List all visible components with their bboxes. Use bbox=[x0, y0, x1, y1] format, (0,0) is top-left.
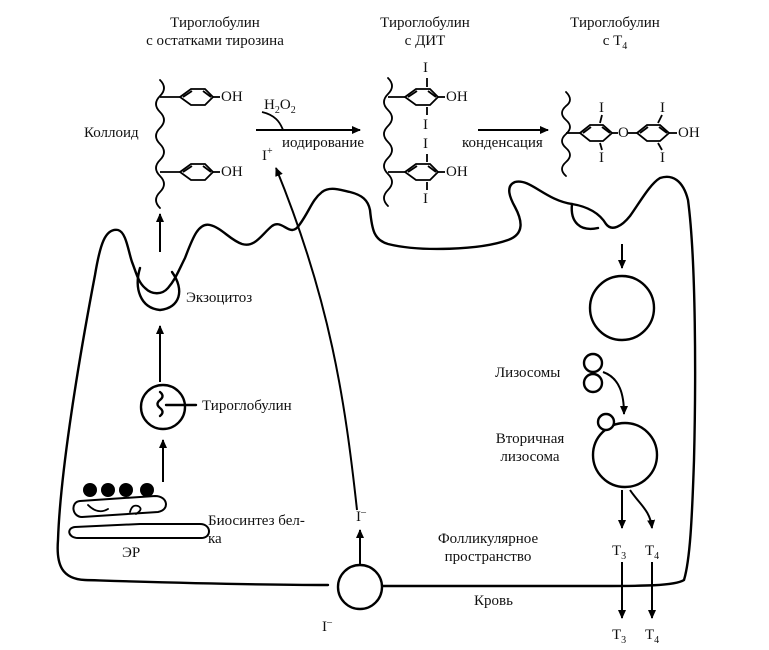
ether-oxygen-label: O bbox=[618, 125, 629, 141]
secondary-lysosome-label: Вторичная лизосома bbox=[495, 431, 565, 465]
iodine-atom-label: I bbox=[599, 100, 604, 116]
follicular-space-label: Фолликулярное пространство bbox=[437, 531, 539, 565]
iodine-atom-label: I bbox=[599, 150, 604, 166]
er-membrane bbox=[72, 495, 167, 518]
iodide-blood-label: I– bbox=[322, 617, 332, 635]
t3-blood-label: T3 bbox=[612, 627, 627, 646]
lysosome-fusion-arrow bbox=[602, 371, 628, 415]
t4-release-arrow bbox=[629, 489, 656, 529]
iodine-atom-label: I bbox=[660, 150, 665, 166]
stage-title-t4: Тироглобулин с Т4 bbox=[570, 15, 660, 52]
secondary-lysosome bbox=[591, 421, 659, 489]
iodine-atom-label: I bbox=[423, 117, 428, 133]
biosynthesis-label: Биосинтез бел- ка bbox=[208, 513, 305, 547]
t4-ring-2 bbox=[635, 124, 671, 142]
condensation-label: конденсация bbox=[462, 135, 543, 151]
cell-membrane bbox=[56, 175, 697, 588]
ribosomes bbox=[83, 483, 154, 497]
exocytosis-vesicle bbox=[136, 266, 181, 312]
er-label: ЭР bbox=[122, 545, 141, 561]
t4-ring-1 bbox=[578, 124, 614, 142]
oh-group-label: OH bbox=[221, 164, 243, 180]
stage-title-dit: Тироглобулин с ДИТ bbox=[380, 15, 470, 49]
stage-title-tyrosine: Тироглобулин с остатками тирозина bbox=[146, 15, 284, 49]
iodine-cation-label: I+ bbox=[262, 146, 273, 164]
iodine-atom-label: I bbox=[660, 100, 665, 116]
h2o2-label: H2O2 bbox=[264, 97, 296, 116]
thyroglobulin-label: Тироглобулин bbox=[202, 398, 292, 414]
t4-backbone bbox=[561, 91, 571, 177]
tyrosine-ring-1 bbox=[178, 88, 215, 106]
dit-ring-2 bbox=[403, 163, 440, 181]
iodination-label: иодирование bbox=[282, 135, 365, 151]
iodine-atom-label: I bbox=[423, 191, 428, 207]
oh-group-label: OH bbox=[678, 125, 700, 141]
exocytosis-label: Экзоцитоз bbox=[186, 290, 253, 306]
dit-ring-1 bbox=[403, 88, 440, 106]
oh-group-label: OH bbox=[446, 89, 468, 105]
tyrosine-ring-2 bbox=[178, 163, 215, 181]
iodide-transporter bbox=[336, 563, 384, 611]
lysosome-1 bbox=[582, 352, 604, 374]
h2o2-hook bbox=[261, 111, 284, 131]
iodine-atom-label: I bbox=[423, 136, 428, 152]
endosome-vesicle bbox=[588, 274, 656, 342]
t4-cell-label: T4 bbox=[645, 543, 660, 562]
t4-blood-label: T4 bbox=[645, 627, 660, 646]
iodine-atom-label: I bbox=[423, 60, 428, 76]
endocytosis-pocket bbox=[570, 202, 600, 231]
dit-backbone bbox=[383, 77, 393, 207]
thyroglobulin-vesicle bbox=[139, 383, 187, 431]
oh-group-label: OH bbox=[221, 89, 243, 105]
lysosome-2 bbox=[582, 372, 604, 394]
oh-group-label: OH bbox=[446, 164, 468, 180]
iodide-cell-label: I– bbox=[356, 507, 366, 525]
blood-label: Кровь bbox=[474, 593, 513, 609]
tyrosine-backbone bbox=[155, 79, 165, 209]
colloid-label: Коллоид bbox=[84, 125, 139, 141]
t3-cell-label: T3 bbox=[612, 543, 627, 562]
lysosomes-label: Лизосомы bbox=[495, 365, 561, 381]
iodide-oxidation-arrow bbox=[275, 167, 358, 511]
